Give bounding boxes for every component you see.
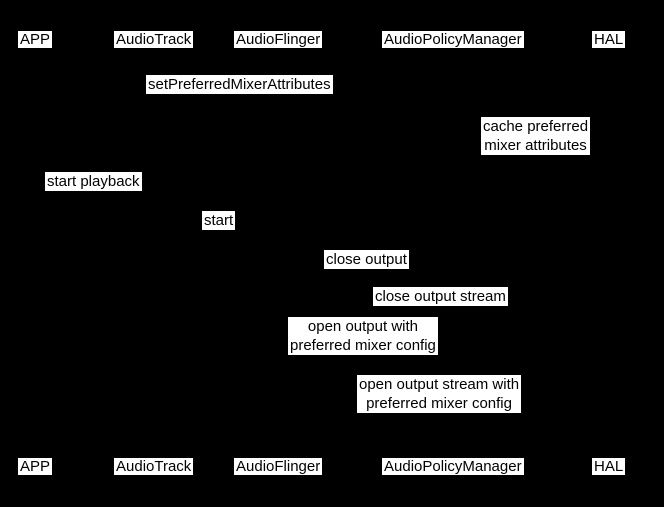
message-open-output-with-preferred-mixer-config: open output with preferred mixer config: [288, 317, 438, 355]
participant-audioflinger-top: AudioFlinger: [234, 31, 323, 48]
message-cache-preferred-mixer-attributes: cache preferred mixer attributes: [481, 117, 591, 155]
participant-app-top: APP: [18, 31, 53, 48]
message-set-preferred-mixer-attributes: setPreferredMixerAttributes: [146, 75, 333, 94]
participant-audiopolicymanager-bottom: AudioPolicyManager: [382, 458, 524, 475]
participant-audioflinger-bottom: AudioFlinger: [234, 458, 323, 475]
participant-app-bottom: APP: [18, 458, 53, 475]
participant-audiotrack-top: AudioTrack: [114, 31, 194, 48]
message-start: start: [202, 211, 236, 230]
message-start-playback: start playback: [45, 172, 142, 191]
message-open-output-stream-with-preferred-mixer-config: open output stream with preferred mixer …: [357, 375, 522, 413]
participant-audiotrack-bottom: AudioTrack: [114, 458, 194, 475]
participant-audiopolicymanager-top: AudioPolicyManager: [382, 31, 524, 48]
message-close-output: close output: [324, 250, 409, 269]
participant-hal-bottom: HAL: [592, 458, 626, 475]
participant-hal-top: HAL: [592, 31, 626, 48]
message-close-output-stream: close output stream: [373, 287, 508, 306]
